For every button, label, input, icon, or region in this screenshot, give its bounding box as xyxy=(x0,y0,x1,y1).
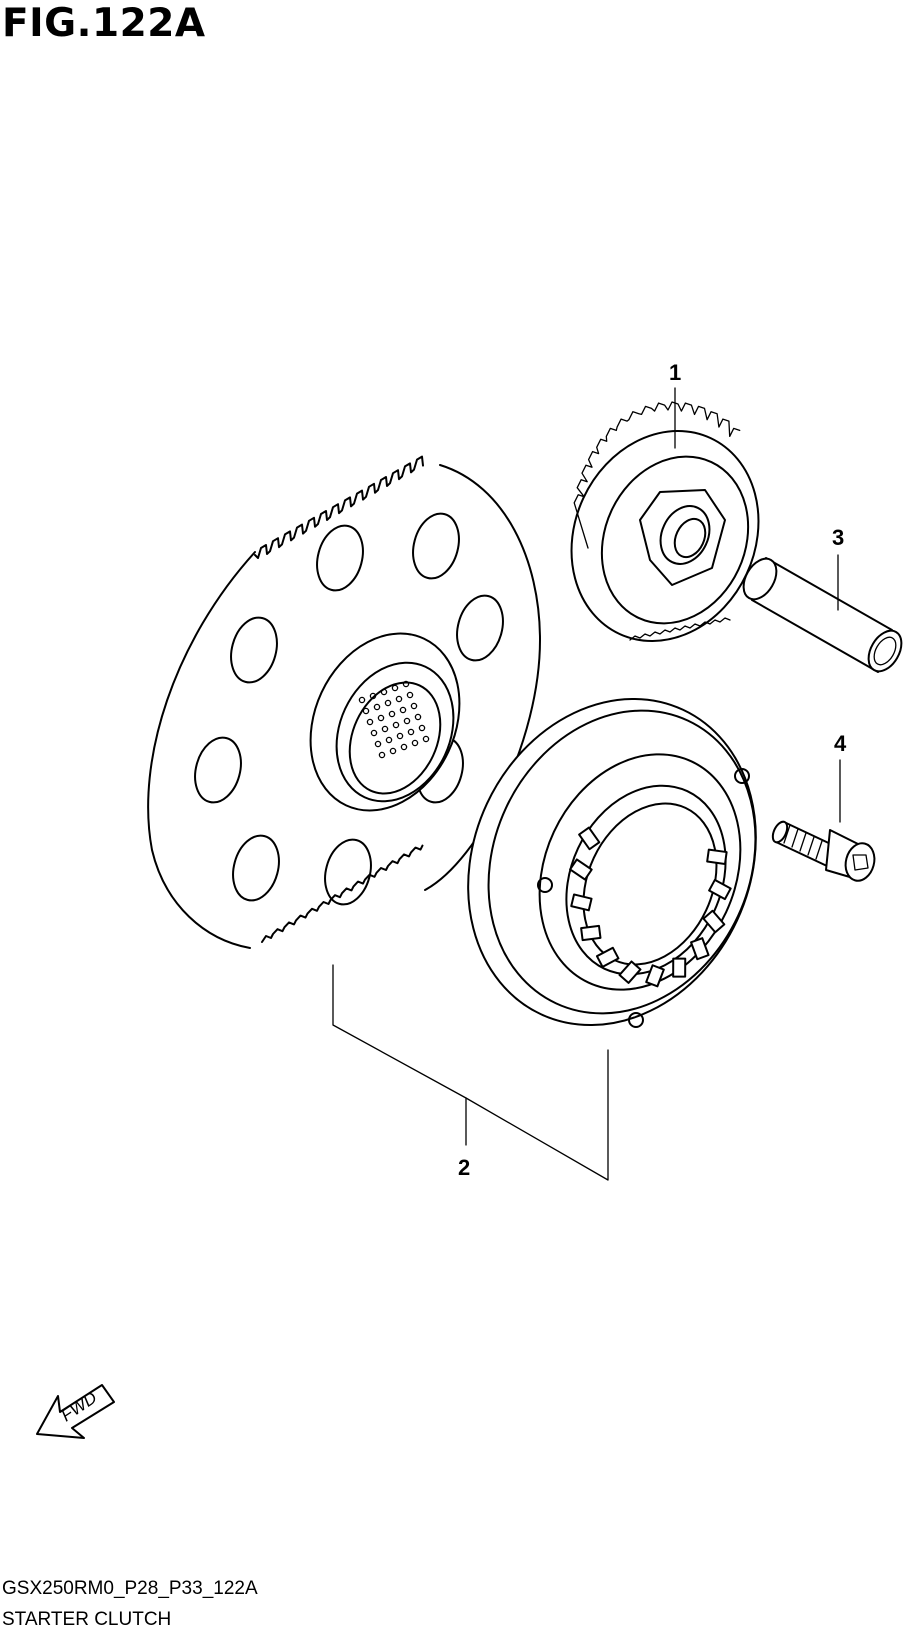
clutch-bolt xyxy=(771,820,876,882)
figure-title: FIG.122A xyxy=(2,1,206,46)
section-name: STARTER CLUTCH xyxy=(2,1609,172,1630)
starter-driven-gear xyxy=(147,455,541,949)
callout-part-2: 2 xyxy=(458,1155,471,1180)
idle-gear-shaft xyxy=(742,557,903,673)
callout-part-1: 1 xyxy=(669,360,682,385)
gear-hub xyxy=(309,632,461,812)
fwd-arrow: FWD xyxy=(36,1384,115,1439)
leader-lines xyxy=(332,387,841,1181)
callout-part-4: 4 xyxy=(834,731,847,756)
callout-part-3: 3 xyxy=(832,525,845,550)
one-way-clutch xyxy=(467,697,757,1028)
starter-idle-gear xyxy=(570,401,760,643)
model-code: GSX250RM0_P28_P33_122A xyxy=(2,1578,258,1599)
